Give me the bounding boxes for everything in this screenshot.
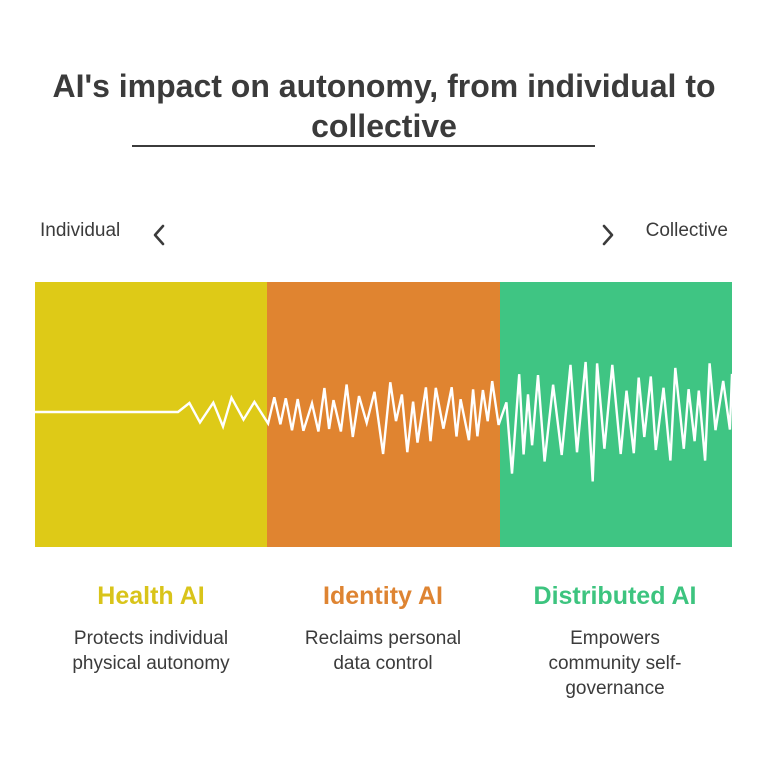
segment-description: Empowers community self-governance bbox=[548, 628, 682, 699]
segment-description: Reclaims personal data control bbox=[304, 628, 462, 674]
segment-title: Distributed AI bbox=[533, 582, 697, 610]
chevron-left-icon bbox=[153, 224, 165, 246]
segment-description: Protects individual physical autonomy bbox=[72, 628, 230, 674]
axis-label-individual: Individual bbox=[40, 220, 121, 241]
band-health-ai bbox=[35, 282, 269, 547]
band-distributed-ai bbox=[499, 282, 732, 547]
title-underline bbox=[132, 145, 595, 147]
autonomy-spectrum bbox=[35, 282, 732, 547]
segment-title: Identity AI bbox=[323, 582, 443, 610]
segment-health-ai: Health AI Protects individual physical a… bbox=[35, 580, 267, 676]
segment-distributed-ai: Distributed AI Empowers community self-g… bbox=[499, 580, 731, 701]
page-title: AI's impact on autonomy, from individual… bbox=[52, 68, 716, 144]
axis-label-collective: Collective bbox=[645, 220, 728, 241]
chevron-right-icon bbox=[602, 224, 614, 246]
segment-identity-ai: Identity AI Reclaims personal data contr… bbox=[267, 580, 499, 676]
segment-title: Health AI bbox=[97, 582, 205, 610]
band-identity-ai bbox=[267, 282, 501, 547]
